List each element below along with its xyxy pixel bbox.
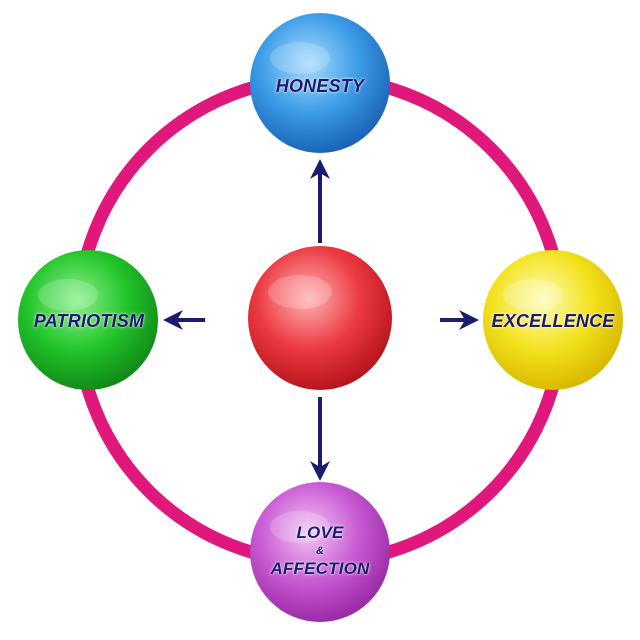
node-honesty-circle	[250, 13, 390, 153]
node-patriotism-circle	[18, 250, 158, 390]
highlight	[38, 279, 98, 311]
highlight	[270, 511, 330, 543]
center-node-circle	[248, 246, 392, 390]
highlight	[268, 275, 332, 309]
highlight	[503, 279, 563, 311]
node-excellence-circle	[483, 250, 623, 390]
node-love-circle	[250, 482, 390, 622]
highlight	[270, 42, 330, 74]
